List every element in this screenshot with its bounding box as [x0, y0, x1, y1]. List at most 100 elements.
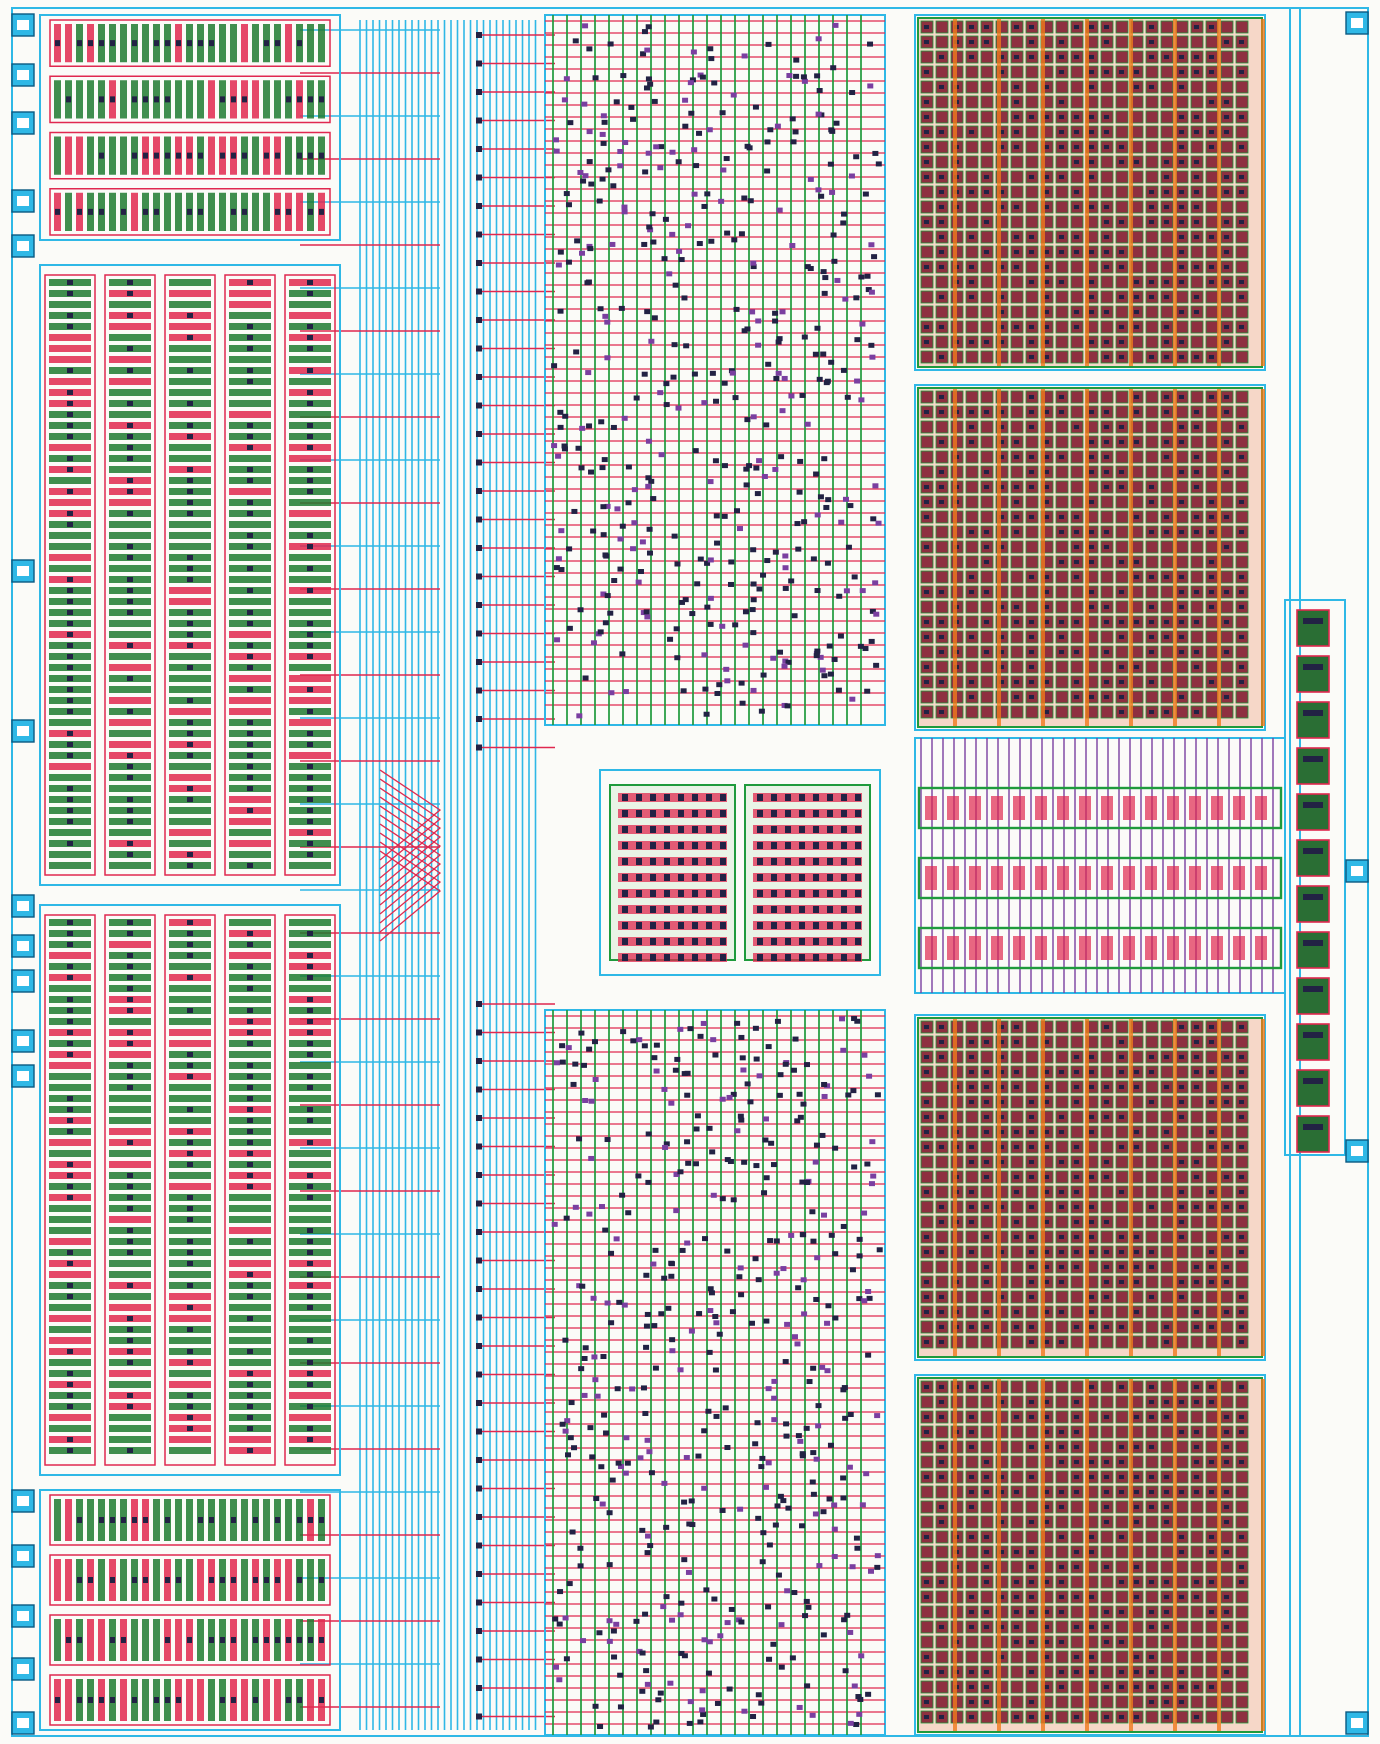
memory-cell — [1025, 80, 1039, 94]
decoder-contact — [601, 119, 608, 125]
decoder-contact — [578, 1366, 585, 1372]
cell-contact — [1119, 665, 1124, 669]
logic-contact — [247, 1448, 253, 1453]
memory-cell — [1145, 140, 1159, 154]
logic-gate — [318, 24, 325, 63]
memory-cell — [980, 275, 994, 289]
cell-contact — [1089, 455, 1094, 459]
decoder-contact — [824, 560, 831, 566]
cell-contact — [1119, 1250, 1124, 1254]
cell-contact — [1074, 25, 1079, 29]
decoder-contact — [648, 1470, 655, 1476]
cell-contact — [1119, 560, 1124, 564]
decoder-contact — [655, 1697, 662, 1703]
cell-contact — [1044, 250, 1049, 254]
logic-contact — [307, 478, 313, 483]
cell-contact — [969, 1445, 974, 1449]
memory-cell — [980, 435, 994, 449]
logic-contact — [127, 808, 133, 813]
logic-gate — [153, 1559, 160, 1601]
cell-contact — [924, 1280, 929, 1284]
decoder-contact — [728, 1606, 735, 1612]
logic-contact — [127, 555, 133, 560]
memory-cell — [1160, 245, 1174, 259]
cell-contact — [1224, 130, 1229, 134]
decoder-contact — [644, 47, 651, 53]
logic-contact — [127, 1404, 133, 1409]
memory-cell — [1145, 555, 1159, 569]
decoder-contact — [875, 520, 882, 526]
logic-gate — [241, 1499, 248, 1541]
decoder-contact — [644, 1681, 651, 1687]
decoder-contact — [710, 1037, 717, 1043]
logic-contact — [187, 786, 193, 791]
decoder-contact — [801, 519, 808, 525]
logic-gate — [169, 708, 211, 715]
cell-contact — [984, 650, 989, 654]
logic-contact — [187, 931, 193, 936]
decoder-contact — [578, 1030, 585, 1036]
decoder-contact — [858, 397, 865, 403]
cell-contact — [1014, 1070, 1019, 1074]
cell-contact — [1029, 235, 1034, 239]
decoder-contact — [646, 526, 653, 532]
logic-contact — [231, 208, 236, 215]
cell-contact — [1134, 85, 1139, 89]
logic-contact — [127, 852, 133, 857]
control-contact — [799, 906, 805, 913]
logic-contact — [67, 280, 73, 285]
cell-contact — [999, 1400, 1004, 1404]
decoder-contact — [562, 1337, 569, 1343]
memory-cell — [980, 510, 994, 524]
memory-cell — [1025, 125, 1039, 139]
cell-contact — [1194, 1025, 1199, 1029]
logic-gate — [169, 1117, 211, 1124]
logic-contact — [307, 797, 313, 802]
memory-cell — [965, 1305, 979, 1319]
memory-cell — [1235, 1215, 1249, 1229]
decoder-contact — [581, 1356, 588, 1362]
decoder-contact — [865, 287, 872, 293]
memory-cell — [1100, 510, 1114, 524]
memory-cell — [1055, 20, 1069, 34]
decoder-contact — [788, 1232, 795, 1238]
cell-contact — [1239, 1385, 1244, 1389]
decoder-contact — [625, 500, 632, 506]
cell-contact — [1164, 355, 1169, 359]
decoder-contact — [553, 1060, 560, 1066]
decoder-contact — [855, 1694, 862, 1700]
logic-contact — [307, 533, 313, 538]
memory-cell — [1205, 110, 1219, 124]
decoder-contact — [684, 1092, 691, 1098]
logic-contact — [67, 819, 73, 824]
decoder-contact — [713, 1413, 720, 1419]
logic-contact — [187, 1327, 193, 1332]
cell-contact — [969, 1085, 974, 1089]
cell-contact — [999, 410, 1004, 414]
control-contact — [757, 954, 763, 961]
memory-cell — [965, 1335, 979, 1349]
logic-gate — [289, 1315, 331, 1322]
decoder-contact — [553, 137, 560, 143]
logic-contact — [127, 975, 133, 980]
decoder-contact — [868, 242, 875, 248]
logic-gate — [229, 554, 271, 561]
cell-contact — [1194, 1400, 1199, 1404]
cell-contact — [1194, 115, 1199, 119]
logic-contact — [247, 423, 253, 428]
decoder-contact — [604, 355, 611, 361]
cell-contact — [999, 130, 1004, 134]
cell-contact — [1029, 1115, 1034, 1119]
cell-contact — [1164, 515, 1169, 519]
logic-gate — [65, 1679, 72, 1721]
decoder-contact — [682, 597, 689, 603]
decoder-contact — [561, 97, 568, 103]
logic-contact — [67, 1371, 73, 1376]
memory-cell — [980, 230, 994, 244]
cross-route-wire — [379, 814, 442, 906]
decoder-contact — [783, 1433, 790, 1439]
cell-contact — [924, 40, 929, 44]
control-gate-row — [618, 809, 727, 818]
cell-contact — [1179, 1295, 1184, 1299]
control-contact — [636, 922, 642, 929]
